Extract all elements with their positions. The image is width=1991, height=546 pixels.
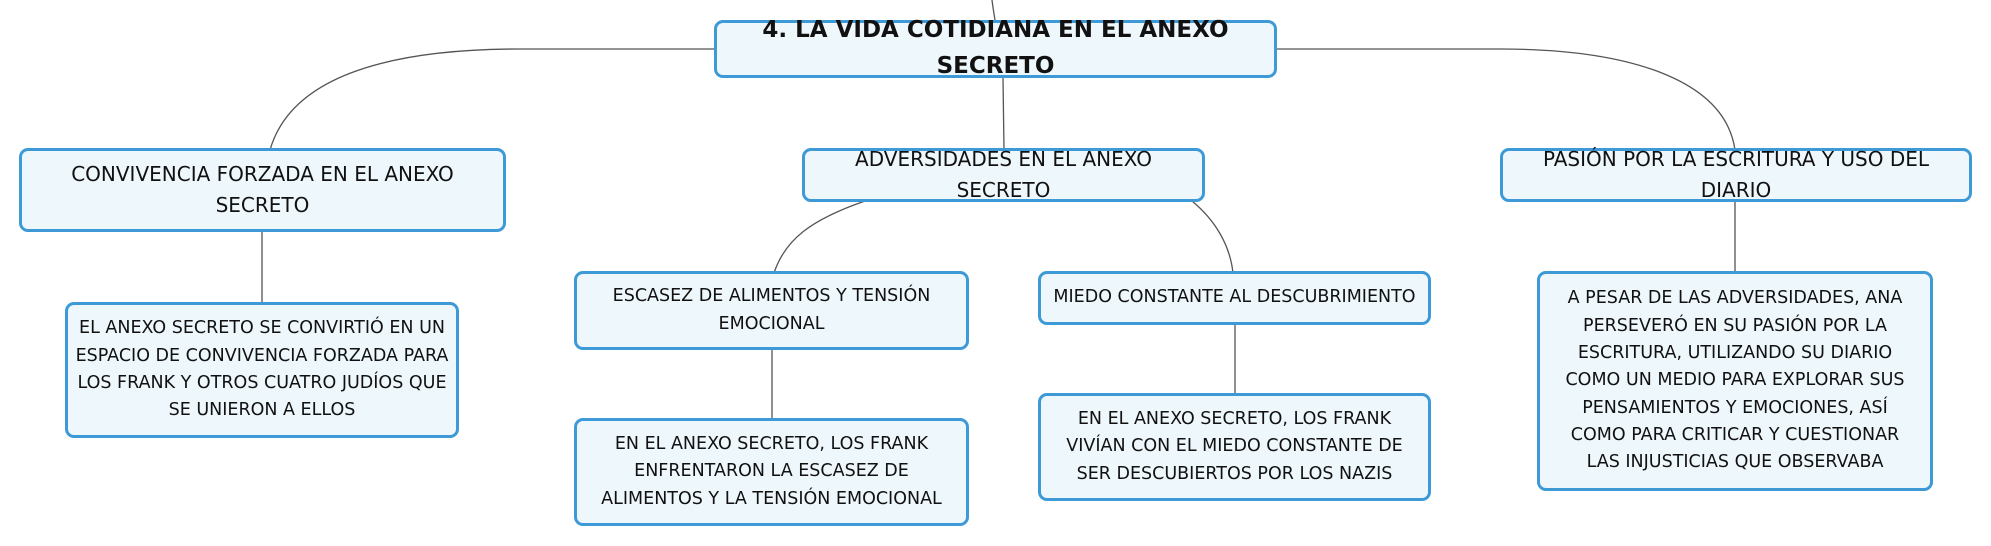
topic-pasion-escritura-label: PASIÓN POR LA ESCRITURA Y USO DEL DIARIO [1542,147,1930,202]
connector-root-to-adversidades [1002,77,1005,151]
connector-parent-to-root [991,0,996,21]
detail-pasion-escritura[interactable]: A PESAR DE LAS ADVERSIDADES, ANA PERSEVE… [1537,271,1933,491]
detail-escasez[interactable]: EN EL ANEXO SECRETO, LOS FRANK ENFRENTAR… [574,418,969,526]
topic-adversidades[interactable]: ADVERSIDADES EN EL ANEXO SECRETO [802,147,1205,202]
subtopic-escasez[interactable]: ESCASEZ DE ALIMENTOS Y TENSIÓN EMOCIONAL [574,271,969,350]
topic-convivencia-forzada[interactable]: CONVIVENCIA FORZADA EN EL ANEXO SECRETO [19,148,506,232]
detail-miedo[interactable]: EN EL ANEXO SECRETO, LOS FRANK VIVÍAN CO… [1038,393,1431,501]
root-topic[interactable]: 4. LA VIDA COTIDIANA EN EL ANEXO SECRETO [714,17,1277,79]
connector-root-to-convivencia [269,48,715,151]
subtopic-escasez-label: ESCASEZ DE ALIMENTOS Y TENSIÓN EMOCIONAL [612,286,931,334]
subtopic-miedo[interactable]: MIEDO CONSTANTE AL DESCUBRIMIENTO [1038,271,1431,325]
detail-escasez-text: EN EL ANEXO SECRETO, LOS FRANK ENFRENTAR… [601,434,942,509]
detail-convivencia-forzada-text: EL ANEXO SECRETO SE CONVIRTIÓ EN UN ESPA… [75,318,449,421]
connector-adversidades-to-escasez [773,200,866,274]
detail-convivencia-forzada[interactable]: EL ANEXO SECRETO SE CONVIRTIÓ EN UN ESPA… [65,302,459,438]
topic-adversidades-label: ADVERSIDADES EN EL ANEXO SECRETO [855,147,1152,202]
topic-pasion-escritura[interactable]: PASIÓN POR LA ESCRITURA Y USO DEL DIARIO [1500,147,1972,202]
subtopic-miedo-label: MIEDO CONSTANTE AL DESCUBRIMIENTO [1053,287,1416,308]
topic-convivencia-forzada-label: CONVIVENCIA FORZADA EN EL ANEXO SECRETO [71,162,454,217]
connector-adversidades-to-miedo [1191,200,1234,274]
connector-root-to-pasion [1276,48,1736,151]
detail-pasion-escritura-text: A PESAR DE LAS ADVERSIDADES, ANA PERSEVE… [1565,288,1905,473]
detail-miedo-text: EN EL ANEXO SECRETO, LOS FRANK VIVÍAN CO… [1066,409,1403,484]
root-topic-label: 4. LA VIDA COTIDIANA EN EL ANEXO SECRETO [762,17,1229,79]
